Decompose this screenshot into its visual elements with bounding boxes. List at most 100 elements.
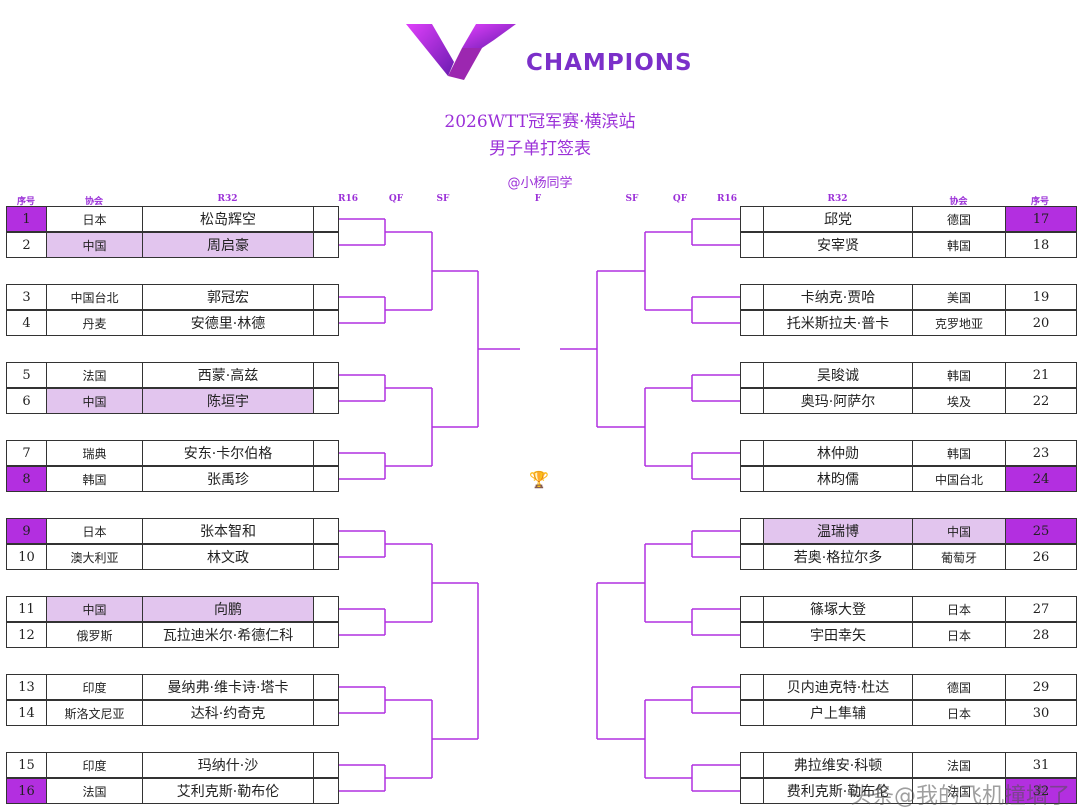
wtt-champions-logo: CHAMPIONS — [402, 18, 692, 82]
association: 中国 — [47, 597, 143, 621]
result-box — [741, 467, 764, 491]
seed-number: 19 — [1032, 289, 1050, 305]
player-name: 卡纳克·贾哈 — [764, 285, 913, 309]
seed-number: 5 — [7, 363, 47, 387]
association: 克罗地亚 — [913, 311, 1006, 335]
player-row: 卡纳克·贾哈美国 19 — [740, 284, 1077, 310]
logo-text: CHAMPIONS — [526, 50, 693, 76]
seed-number: 2 — [7, 233, 47, 257]
result-box — [314, 467, 338, 491]
result-box — [741, 285, 764, 309]
seed-number: 28 — [1032, 627, 1050, 643]
association: 日本 — [913, 597, 1006, 621]
seed-number: 18 — [1032, 237, 1050, 253]
seed-number: 4 — [7, 311, 47, 335]
result-box — [314, 233, 338, 257]
seed-number: 25 — [1006, 519, 1076, 543]
col-header-qf-left: QF — [388, 194, 404, 204]
player-name: 吴晙诚 — [764, 363, 913, 387]
seed-number: 12 — [7, 623, 47, 647]
association: 日本 — [47, 207, 143, 231]
seed-number: 11 — [7, 597, 47, 621]
player-name: 向鹏 — [143, 597, 314, 621]
association: 中国 — [47, 389, 143, 413]
col-header-seq-left: 序号 — [16, 197, 35, 207]
col-header-seq-right: 序号 — [1030, 197, 1049, 207]
col-header-final: F — [534, 194, 542, 204]
player-name: 安东·卡尔伯格 — [143, 441, 314, 465]
seed-number: 20 — [1032, 315, 1050, 331]
association: 美国 — [913, 285, 1006, 309]
result-box — [741, 363, 764, 387]
player-name: 艾利克斯·勒布伦 — [143, 779, 314, 803]
player-name: 贝内迪克特·杜达 — [764, 675, 913, 699]
col-header-sf-right: SF — [625, 194, 639, 204]
result-box — [741, 311, 764, 335]
result-box — [314, 675, 338, 699]
result-box — [741, 779, 764, 803]
seed-number: 6 — [7, 389, 47, 413]
result-box — [314, 753, 338, 777]
result-box — [314, 597, 338, 621]
result-box — [314, 623, 338, 647]
player-name: 达科·约奇克 — [143, 701, 314, 725]
player-name: 若奥·格拉尔多 — [764, 545, 913, 569]
association: 法国 — [913, 753, 1006, 777]
result-box — [314, 207, 338, 231]
result-box — [314, 779, 338, 803]
seed-number: 24 — [1006, 467, 1076, 491]
result-box — [314, 389, 338, 413]
player-name: 周启豪 — [143, 233, 314, 257]
association: 俄罗斯 — [47, 623, 143, 647]
association: 印度 — [47, 675, 143, 699]
seed-number: 17 — [1006, 207, 1076, 231]
association: 韩国 — [47, 467, 143, 491]
result-box — [741, 207, 764, 231]
association: 德国 — [913, 675, 1006, 699]
trophy-icon: 🏆 — [529, 470, 549, 489]
seed-number: 27 — [1032, 601, 1050, 617]
seed-number: 8 — [7, 467, 47, 491]
player-name: 玛纳什·沙 — [143, 753, 314, 777]
result-box — [314, 311, 338, 335]
seed-number: 9 — [7, 519, 47, 543]
col-header-r16-right: R16 — [716, 194, 737, 204]
association: 印度 — [47, 753, 143, 777]
player-name: 林仲勋 — [764, 441, 913, 465]
result-box — [314, 701, 338, 725]
result-box — [741, 597, 764, 621]
result-box — [741, 441, 764, 465]
seed-number: 7 — [7, 441, 47, 465]
association: 法国 — [913, 779, 1006, 803]
player-name: 张本智和 — [143, 519, 314, 543]
association: 韩国 — [913, 441, 1006, 465]
seed-number: 26 — [1032, 549, 1050, 565]
col-header-r32-right: R32 — [827, 194, 848, 204]
result-box — [314, 285, 338, 309]
seed-number: 22 — [1032, 393, 1050, 409]
result-box — [314, 545, 338, 569]
event-title: 2026WTT冠军赛·横滨站 — [444, 112, 636, 132]
player-name: 西蒙·高兹 — [143, 363, 314, 387]
wtt-logo-icon — [406, 24, 516, 80]
col-header-assoc-left: 协会 — [84, 197, 103, 207]
player-name: 奥玛·阿萨尔 — [764, 389, 913, 413]
association: 中国 — [47, 233, 143, 257]
association: 德国 — [913, 207, 1006, 231]
association: 中国台北 — [913, 467, 1006, 491]
result-box — [741, 519, 764, 543]
